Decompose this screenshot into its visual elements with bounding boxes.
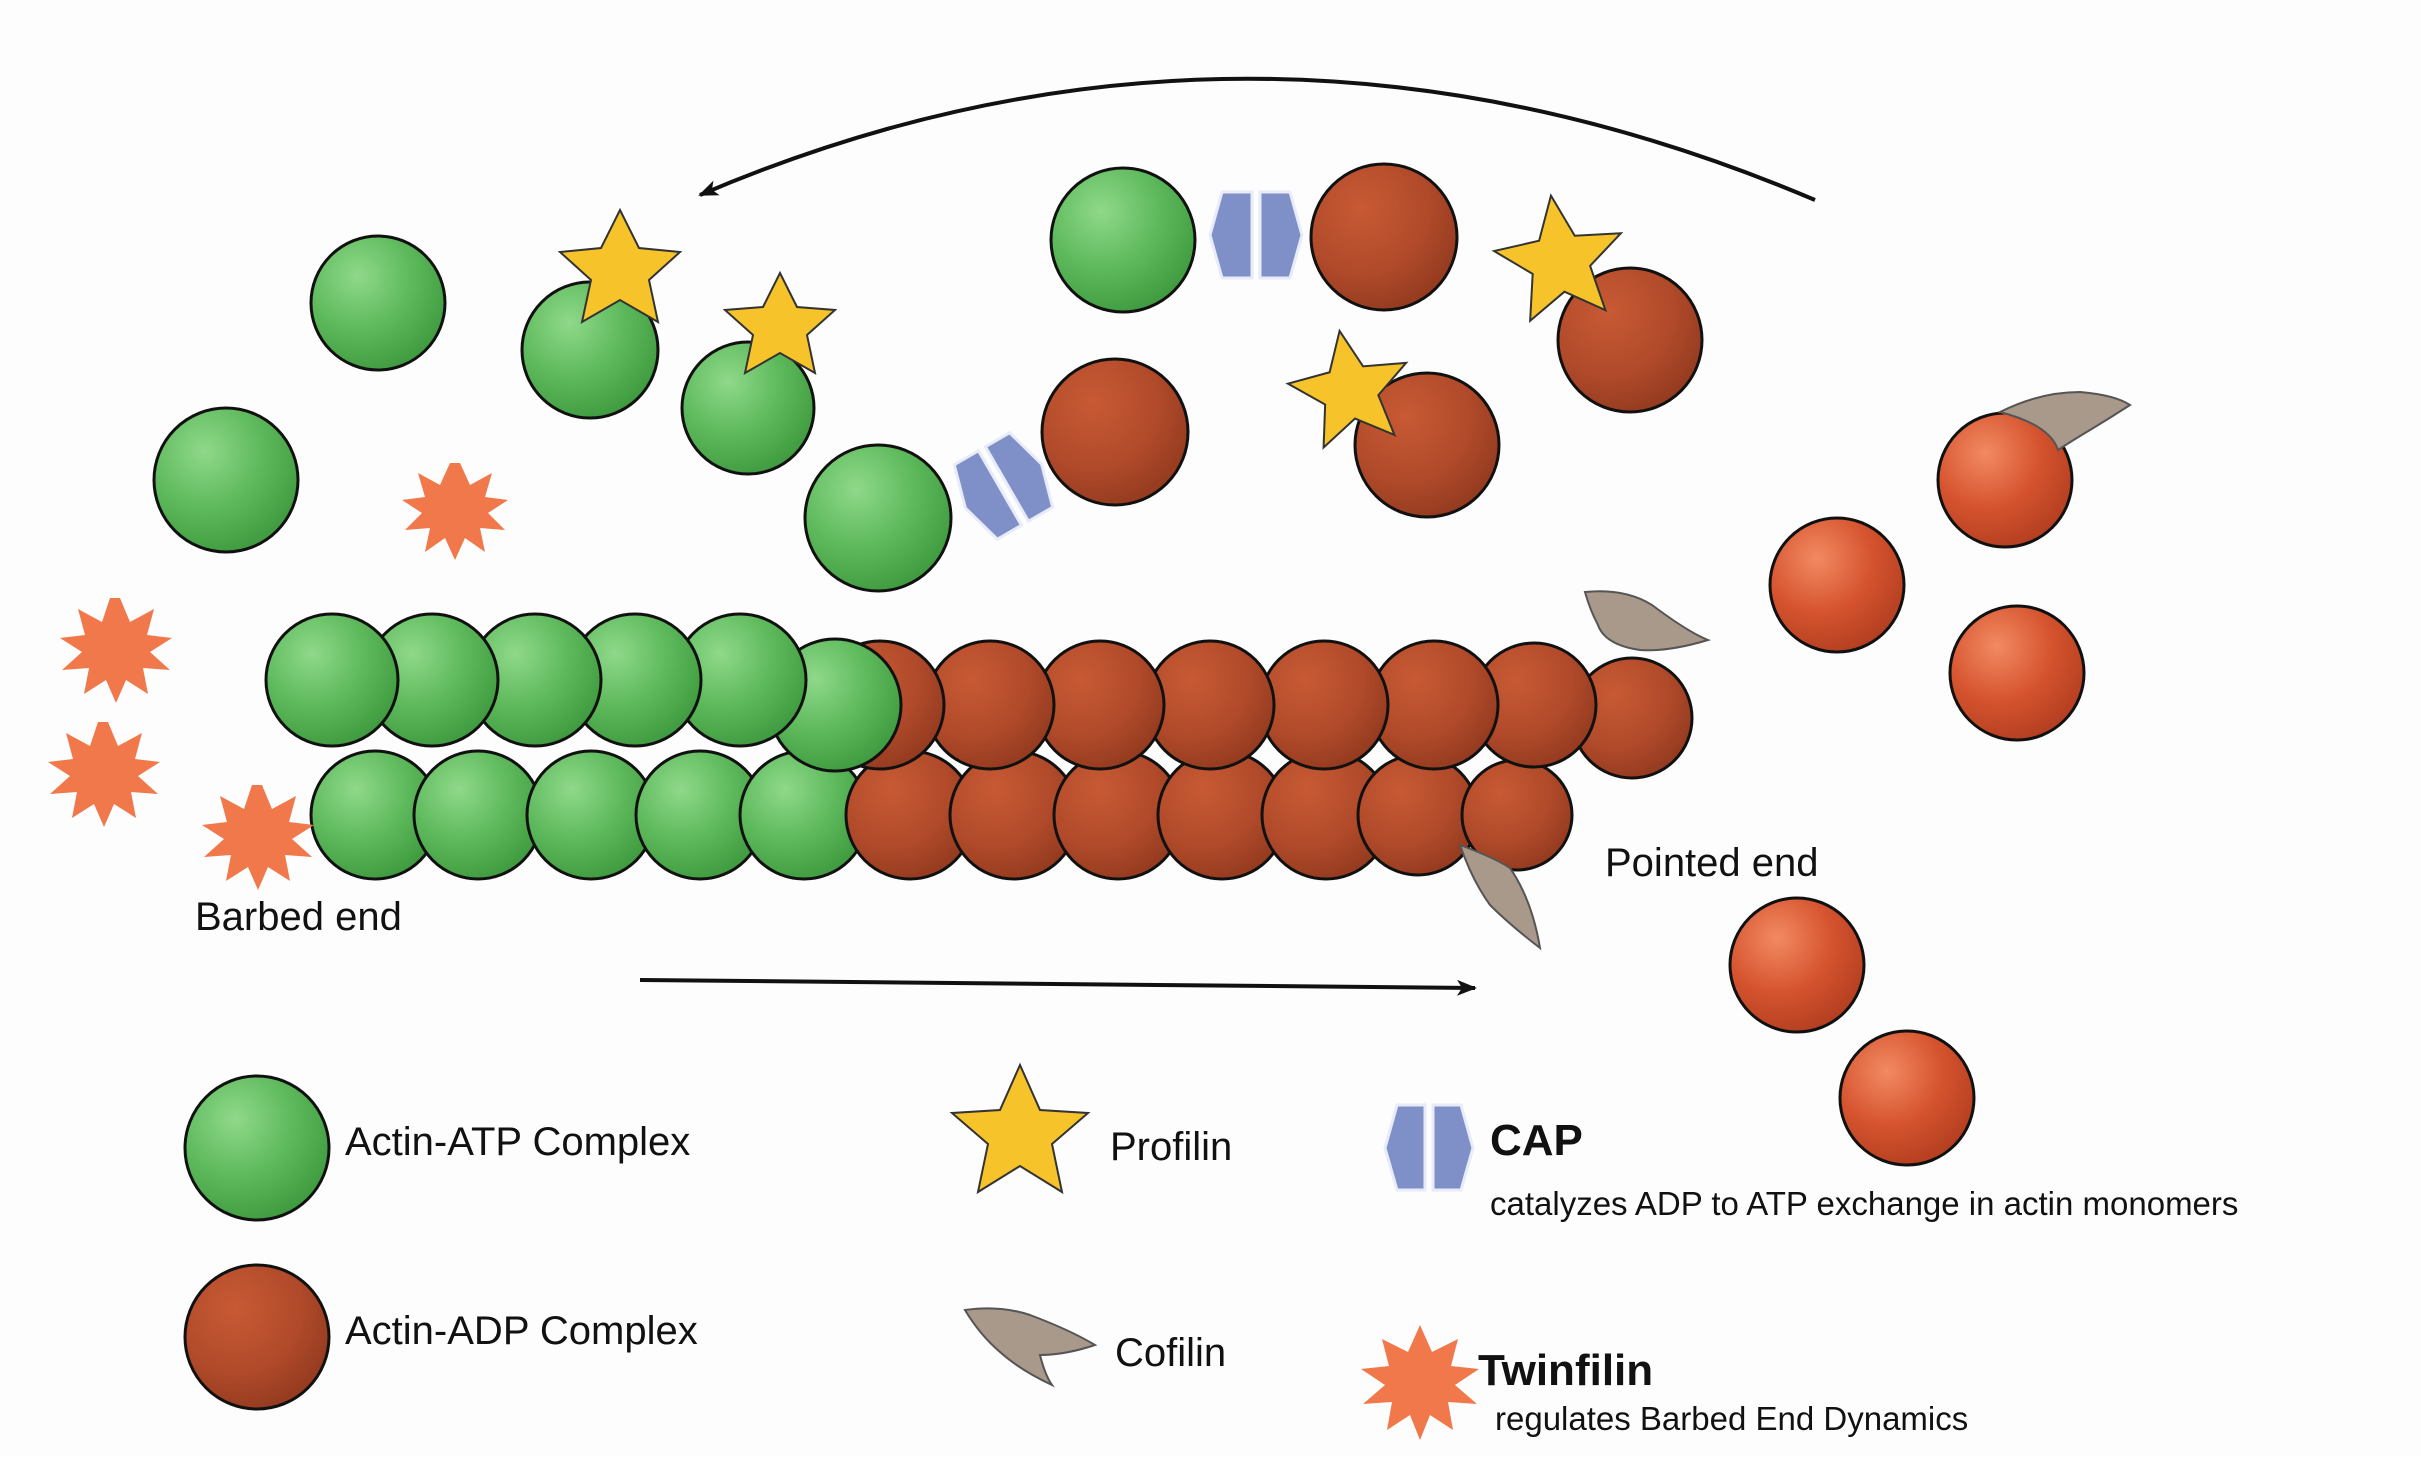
treadmill-arrow: [639, 978, 1477, 996]
filament-adp-monomer: [1356, 753, 1480, 877]
released-adp-monomer: [1948, 604, 2086, 742]
profilin-icon: [1285, 328, 1409, 450]
filament-atp-monomer: [412, 749, 544, 881]
released-adp-monomer: [1728, 896, 1866, 1034]
free-atp-monomer: [803, 443, 953, 593]
twinfilin-icon: [48, 722, 160, 827]
pointed-end-label: Pointed end: [1605, 841, 1819, 885]
legend-twinfilin-description: regulates Barbed End Dynamics: [1495, 1400, 1968, 1437]
twinfilin-icon: [60, 598, 172, 703]
released-adp-monomer: [1838, 1029, 1976, 1167]
legend-adp-label: Actin-ADP Complex: [345, 1309, 698, 1353]
profilin-icon: [722, 270, 838, 375]
legend-atp-swatch: [183, 1074, 331, 1222]
legend-cap-description: catalyzes ADP to ATP exchange in actin m…: [1490, 1185, 2238, 1222]
recycling-arrow: [698, 76, 1816, 202]
twinfilin-icon: [202, 785, 314, 890]
cap-icon: [1208, 190, 1304, 280]
barbed-end-label: Barbed end: [195, 895, 402, 939]
released-adp-monomer: [1768, 516, 1906, 654]
profilin-icon: [1491, 193, 1624, 324]
free-adp-monomer: [1309, 162, 1459, 312]
filament-top-row: [264, 612, 1694, 780]
legend-cap-swatch: [1383, 1103, 1475, 1192]
legend-adp-swatch: [183, 1263, 331, 1411]
free-adp-monomer: [1040, 357, 1190, 507]
cofilin-icon: [1997, 390, 2132, 452]
filament-atp-monomer: [264, 612, 400, 748]
legend-atp-label: Actin-ATP Complex: [345, 1120, 690, 1164]
legend-cap-title: CAP: [1490, 1116, 1583, 1165]
legend-profilin-label: Profilin: [1110, 1125, 1232, 1169]
filament-bottom-row: [309, 749, 1574, 881]
cofilin-icon: [1458, 843, 1542, 951]
profilin-icon: [557, 207, 683, 324]
free-adp-monomer: [1353, 371, 1501, 519]
twinfilin-icon: [402, 463, 508, 560]
free-atp-monomer: [309, 234, 447, 372]
legend-cofilin-swatch: [963, 1307, 1098, 1388]
legend-cofilin-label: Cofilin: [1115, 1331, 1226, 1375]
legend: Actin-ATP Complex Actin-ADP Complex Prof…: [183, 1062, 2238, 1440]
legend-profilin-swatch: [949, 1062, 1091, 1195]
free-atp-monomer: [680, 340, 816, 476]
free-atp-monomer: [1049, 166, 1197, 314]
filament-adp-monomer: [1258, 639, 1390, 771]
free-atp-monomer: [152, 406, 300, 554]
legend-twinfilin-title: Twinfilin: [1478, 1346, 1653, 1395]
legend-twinfilin-swatch: [1361, 1325, 1479, 1440]
cap-icon: [952, 430, 1055, 542]
cofilin-icon: [1583, 590, 1712, 652]
